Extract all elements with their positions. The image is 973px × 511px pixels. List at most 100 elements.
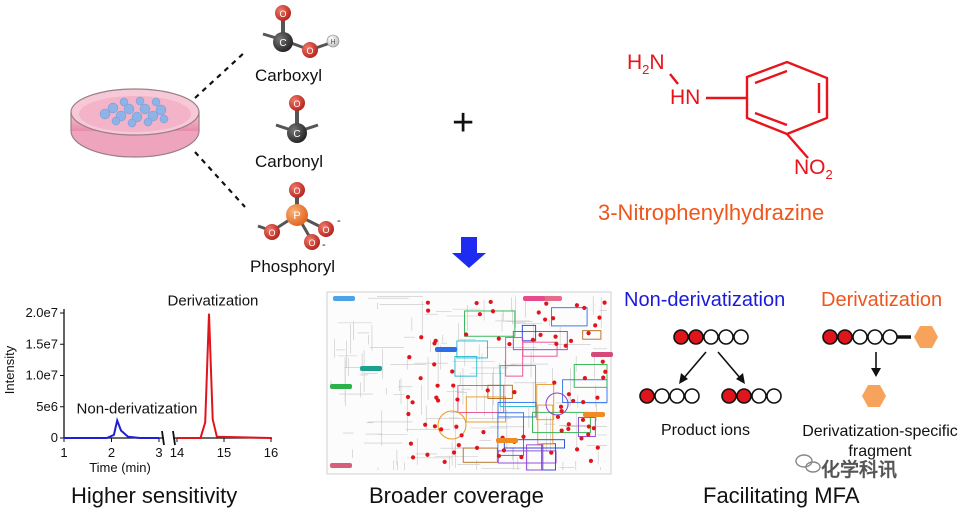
metabolite-dot	[485, 388, 490, 393]
oxygen-atom	[304, 234, 320, 250]
pathway-highlight	[503, 439, 566, 449]
metabolite-dot	[574, 303, 580, 308]
series-line	[64, 417, 159, 439]
carboxyl-label: Carboxyl	[255, 66, 323, 85]
y-axis-label: Intensity	[2, 345, 17, 394]
metabolite-dot	[582, 376, 588, 381]
metabolite-dot	[601, 375, 606, 380]
map-tag	[540, 296, 562, 301]
carboxyl-molecule: O C O H	[262, 5, 340, 58]
metabolite-dot	[459, 433, 464, 438]
product-ions-label: Product ions	[661, 422, 750, 439]
hn-label: HN	[670, 86, 701, 109]
atom-label: O	[306, 46, 313, 56]
axis-break-mark	[161, 430, 165, 446]
arrowhead-icon	[871, 368, 881, 377]
metabolite-dot	[600, 359, 605, 364]
metabolite-dot	[586, 432, 591, 437]
fragment-label: Derivatization-specific fragment	[802, 423, 958, 460]
oxygen-atom	[289, 182, 305, 198]
metabolite-dot	[543, 317, 548, 322]
x-tick-label: 1	[60, 445, 67, 460]
charge-label: -	[337, 215, 341, 227]
map-tag	[435, 347, 457, 352]
metabolite-dot	[474, 300, 479, 306]
pathway-highlight	[454, 356, 478, 377]
metabolite-dot	[552, 380, 557, 385]
petri-dish-icon	[70, 88, 200, 158]
pathway-highlight	[497, 401, 537, 418]
carbonyl-label: Carbonyl	[255, 152, 324, 171]
x-tick-label: 2	[108, 445, 115, 460]
metabolite-dot	[442, 459, 447, 464]
metabolite-dot	[574, 447, 580, 452]
metabolite-dot	[554, 341, 559, 346]
h2n-label: H2N	[627, 51, 665, 78]
metabolite-dot	[595, 395, 600, 400]
metabolite-dot	[451, 450, 457, 455]
oxygen-atom	[318, 221, 334, 237]
metabolite-dot	[451, 383, 456, 388]
metabolite-dot	[435, 398, 441, 403]
series-line	[177, 313, 272, 439]
map-tag	[583, 412, 605, 417]
map-tag	[330, 463, 352, 468]
map-tag	[523, 296, 545, 301]
metabolite-dot	[507, 342, 512, 347]
metabolite-dot	[433, 338, 438, 343]
metabolite-dot	[566, 422, 571, 427]
metabolite-dot	[568, 338, 574, 343]
atom-label: P	[293, 210, 300, 222]
fragment-hexagon-icon	[862, 385, 886, 407]
metabolite-dot	[425, 452, 430, 457]
metabolite-dot	[418, 376, 423, 381]
metabolite-dot	[591, 426, 596, 431]
metabolite-dot	[464, 332, 469, 337]
oxygen-atom	[275, 5, 291, 21]
caption-higher-sensitivity: Higher sensitivity	[71, 483, 238, 508]
no2-label: NO2	[794, 156, 833, 183]
metabolite-dot	[538, 332, 543, 337]
metabolite-dot	[405, 394, 411, 400]
atom-label: O	[293, 186, 300, 196]
pathway-highlight	[525, 444, 544, 471]
map-tag	[496, 438, 518, 443]
metabolite-dot	[455, 397, 460, 402]
x-tick-label: 14	[170, 445, 184, 460]
atom-label: H	[330, 39, 335, 46]
series-label: Non-derivatization	[77, 401, 198, 418]
metabolite-dot	[551, 316, 556, 321]
cycle-ring	[545, 392, 569, 416]
metabolite-dot	[423, 422, 428, 427]
carbonyl-molecule: O C	[275, 95, 319, 143]
metabolite-dot	[410, 400, 415, 405]
plus-sign: +	[452, 102, 475, 144]
atom-label: C	[293, 129, 300, 140]
caption-facilitating-mfa: Facilitating MFA	[703, 483, 860, 508]
metabolite-dot	[571, 398, 576, 404]
carbon-atom	[287, 123, 307, 143]
metabolite-dot	[530, 337, 536, 342]
metabolite-dot	[481, 430, 486, 435]
pathway-highlight	[573, 364, 608, 388]
pathway-highlight	[497, 412, 524, 456]
metabolite-dot	[563, 343, 568, 348]
metabolite-dot	[419, 335, 424, 340]
pathway-highlight	[582, 330, 602, 340]
y-tick-label: 1.0e7	[25, 368, 58, 383]
pathway-highlight	[521, 324, 537, 342]
cycle-ring	[437, 410, 467, 440]
map-tag	[330, 384, 352, 389]
watermark-text: 化学科讯	[821, 460, 898, 481]
metabolite-dot	[477, 312, 482, 317]
metabolite-dot	[593, 323, 598, 328]
metabolite-dot	[555, 414, 561, 420]
non-derivatization-chain	[673, 329, 749, 345]
reagent-name: 3-Nitrophenylhydrazine	[598, 200, 825, 225]
metabolite-dot	[597, 315, 602, 320]
series-label: Derivatization	[168, 293, 259, 310]
y-tick-label: 5e6	[36, 399, 58, 414]
